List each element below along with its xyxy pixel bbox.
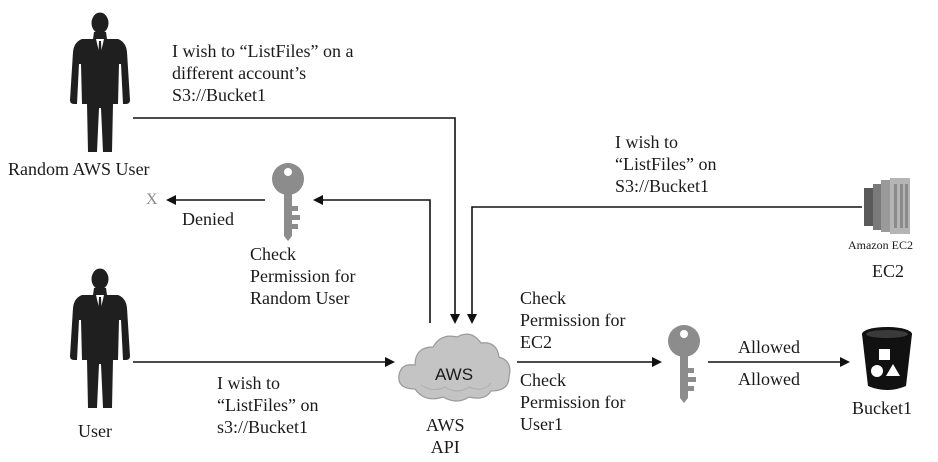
bucket-icon (862, 327, 912, 390)
ec2-check-text: Check Permission for EC2 (520, 288, 626, 352)
user-request-text: I wish to “ListFiles” on s3://Bucket1 (217, 373, 319, 437)
random-user-request-arrow (133, 117, 460, 324)
user1-check-text: Check Permission for User1 (520, 370, 626, 434)
random-user-request-text: I wish to “ListFiles” on a different acc… (172, 41, 354, 105)
denied-label: Denied (182, 209, 234, 229)
random-user-check-text: Check Permission for Random User (250, 244, 356, 308)
allowed-key-icon (668, 325, 700, 403)
denied-key-icon (272, 163, 304, 241)
allowed-label-user1: Allowed (738, 369, 800, 389)
ec2-request-arrow (467, 206, 862, 324)
bucket-label: Bucket1 (852, 398, 912, 418)
allowed-label-ec2: Allowed (738, 337, 800, 357)
ec2-request-text: I wish to “ListFiles” on S3://Bucket1 (615, 132, 717, 196)
random-user-person-icon (70, 12, 130, 152)
amazon-ec2-icon-label: Amazon EC2 (848, 238, 913, 252)
aws-cloud-icon (398, 333, 511, 402)
user-person-icon (70, 268, 130, 408)
denied-x-mark: X (146, 191, 158, 208)
denied-check-arrow (313, 195, 431, 323)
user-label: User (78, 421, 112, 441)
ec2-label: EC2 (872, 261, 905, 281)
amazon-ec2-icon (864, 178, 910, 234)
random-user-label: Random AWS User (8, 159, 150, 179)
aws-cloud-label: AWS (434, 365, 474, 384)
aws-api-label: AWS API (426, 415, 465, 457)
